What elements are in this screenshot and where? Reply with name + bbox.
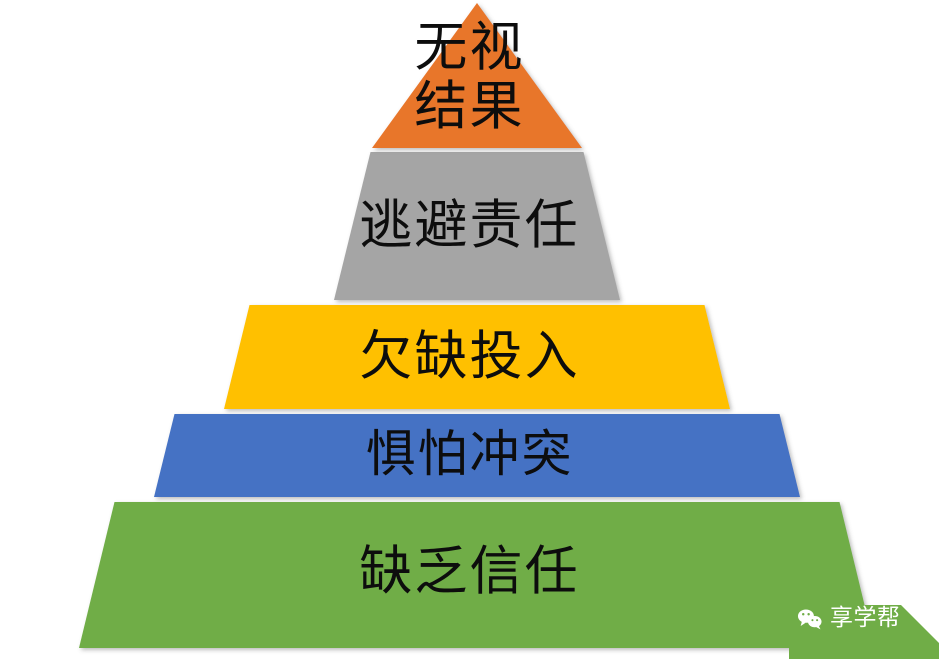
pyramid-tier-middle[interactable] <box>224 305 730 409</box>
pyramid-tier-fourth[interactable] <box>154 414 800 497</box>
pyramid-tier-second[interactable] <box>334 152 620 300</box>
pyramid-tier-top[interactable] <box>372 3 582 148</box>
pyramid-tier-base[interactable] <box>79 502 875 648</box>
